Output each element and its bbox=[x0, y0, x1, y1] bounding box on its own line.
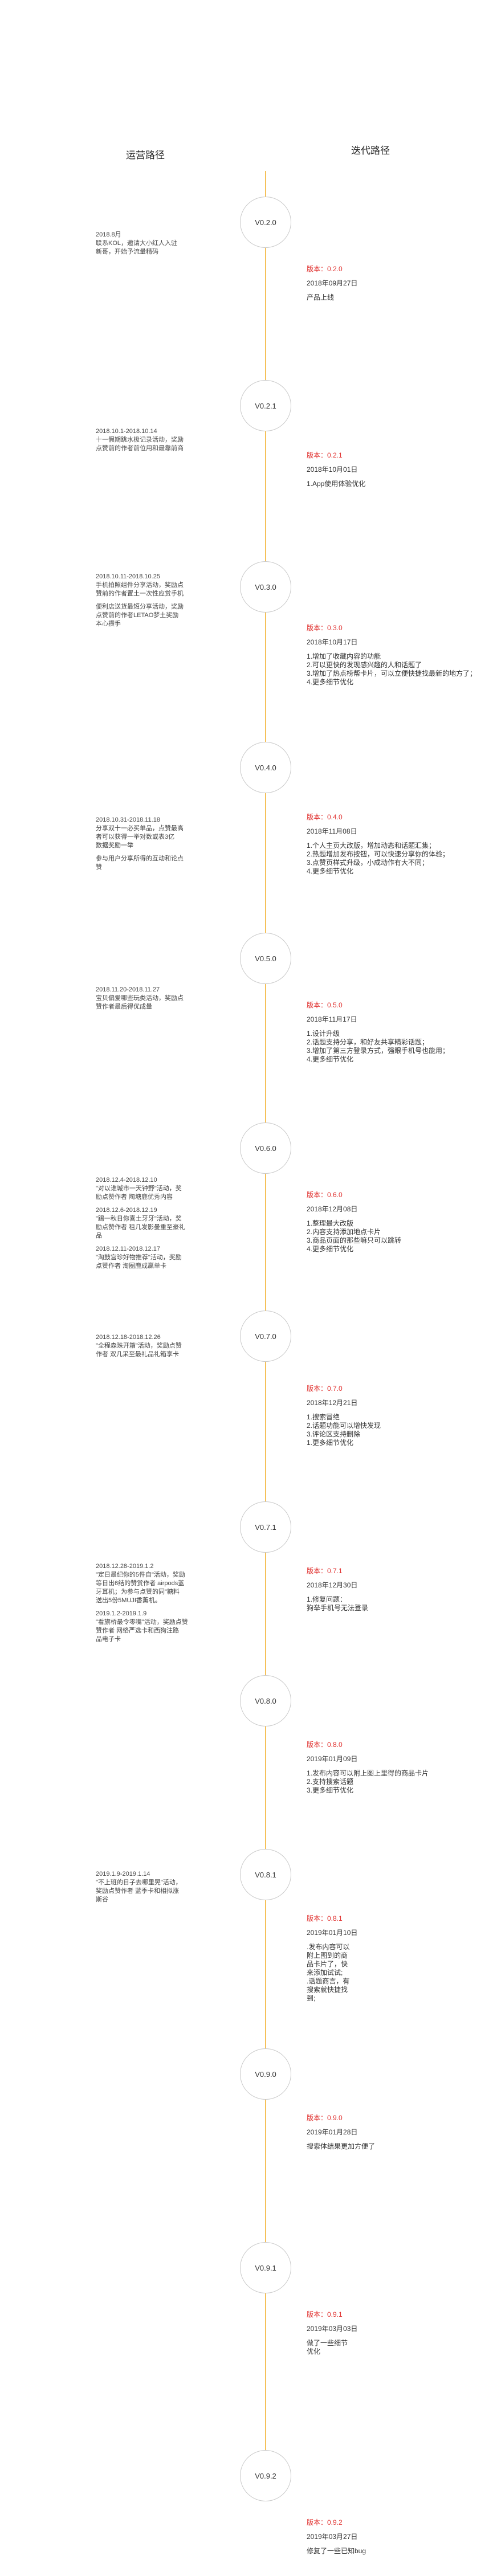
release-notes: 版本：0.8.1 2019年01月10日 .发布内容可以 附上图到的商 品卡片了，快… bbox=[307, 1914, 478, 2003]
operation-notes: 2018.10.31-2018.11.18 分享双十一必买单品，点赞最高 者可以… bbox=[96, 816, 215, 876]
release-notes: 版本：0.6.0 2018年12月08日 1.整理最大改版 2.内容支持添加地点卡片… bbox=[307, 1191, 478, 1254]
release-date: 2018年10月01日 bbox=[307, 466, 358, 473]
timeline-node: V0.7.1 bbox=[240, 1501, 291, 1553]
release-description: 1.App使用体验优化 bbox=[307, 480, 366, 488]
operation-note: 参与用户分享所得的互动和论点 赞 bbox=[96, 855, 184, 871]
release-description: 搜索体结果更加方便了 bbox=[307, 2142, 376, 2150]
timeline-node: V0.9.1 bbox=[240, 2242, 291, 2293]
release-notes: 版本：0.8.0 2019年01月09日 1.发布内容可以附上图上里得的商品卡片 2… bbox=[307, 1741, 478, 1795]
timeline-node: V0.2.0 bbox=[240, 197, 291, 248]
release-date: 2018年11月08日 bbox=[307, 827, 357, 835]
version-label: 版本：0.7.0 bbox=[307, 1385, 343, 1393]
version-label: 版本：0.2.1 bbox=[307, 451, 343, 459]
release-description: .发布内容可以 附上图到的商 品卡片了，快 来添加试试; .话题商言，有 搜索就… bbox=[307, 1943, 350, 2002]
timeline-node: V0.9.0 bbox=[240, 2048, 291, 2100]
release-description: 1.发布内容可以附上图上里得的商品卡片 2.支持搜索话题 3.更多细节优化 bbox=[307, 1769, 429, 1794]
release-date: 2019年01月28日 bbox=[307, 2128, 358, 2136]
right-column-title: 迭代路径 bbox=[351, 145, 390, 156]
operation-notes: 2018.12.4-2018.12.10 "对以谁城市一天钟野"活动，奖 励点赞… bbox=[96, 1176, 215, 1275]
release-notes: 版本：0.9.2 2019年03月27日修复了一些已知bug bbox=[307, 2518, 478, 2555]
release-notes: 版本：0.9.1 2019年03月03日做了一些细节 优化 bbox=[307, 2310, 478, 2356]
version-label: 版本：0.9.2 bbox=[307, 2518, 343, 2526]
release-date: 2018年12月08日 bbox=[307, 1205, 358, 1213]
operation-notes: 2019.1.9-2019.1.14 "不上班的日子去哪里晃"活动， 奖励点赞作… bbox=[96, 1870, 215, 1909]
operation-note: 2018.10.11-2018.10.25 手机拍照组件分享活动，奖励点 赞前的… bbox=[96, 573, 184, 597]
release-description: 1.搜索冒绝 2.话题功能可以增快发现 3.评论区支持删除 1.更多细节优化 bbox=[307, 1413, 381, 1447]
operation-note: 2018.12.6-2018.12.19 "踢一秋日你喜土牙牙"活动，奖 励点赞… bbox=[96, 1207, 186, 1239]
release-notes: 版本：0.9.0 2019年01月28日搜索体结果更加方便了 bbox=[307, 2114, 478, 2151]
release-date: 2019年01月10日 bbox=[307, 1929, 358, 1937]
release-date: 2018年10月17日 bbox=[307, 638, 358, 646]
release-notes: 版本：0.2.1 2018年10月01日 1.App使用体验优化 bbox=[307, 451, 478, 488]
operation-note: 2018.12.18-2018.12.26 "全程森珠开箱"活动，奖励点赞 作者… bbox=[96, 1334, 182, 1358]
operation-notes: 2018.11.20-2018.11.27 宝贝偏爱哪些玩类活动，奖励点 赞作者… bbox=[96, 986, 215, 1016]
operation-notes: 2018.12.18-2018.12.26 "全程森珠开箱"活动，奖励点赞 作者… bbox=[96, 1333, 215, 1363]
release-description: 产品上线 bbox=[307, 293, 335, 301]
timeline-node: V0.3.0 bbox=[240, 561, 291, 613]
operation-notes: 2018.10.1-2018.10.14 十一假期跳水极记录活动，奖励 点赞前的… bbox=[96, 427, 215, 458]
release-date: 2019年03月03日 bbox=[307, 2325, 358, 2333]
version-label: 版本：0.3.0 bbox=[307, 624, 343, 632]
left-column-title: 运营路径 bbox=[126, 150, 165, 161]
release-notes: 版本：0.2.0 2018年09月27日产品上线 bbox=[307, 265, 478, 302]
release-notes: 版本：0.4.0 2018年11月08日 1.个人主页大改版，增加动态和话题汇集； … bbox=[307, 813, 478, 876]
timeline-node: V0.4.0 bbox=[240, 742, 291, 793]
release-date: 2018年11月17日 bbox=[307, 1015, 357, 1023]
operation-note: 2018.8月 联系KOL，邀请大小红人入驻 新哥，开始予流量精码 bbox=[96, 231, 178, 255]
release-description: 修复了一些已知bug bbox=[307, 2547, 366, 2555]
version-label: 版本：0.9.1 bbox=[307, 2310, 343, 2318]
operation-notes: 2018.12.28-2019.1.2 "定日最纪你的5件自"活动，奖励 等日出… bbox=[96, 1562, 215, 1648]
version-label: 版本：0.9.0 bbox=[307, 2114, 343, 2122]
release-notes: 版本：0.5.0 2018年11月17日 1.设计升级 2.话题支持分享，和好友共享… bbox=[307, 1001, 478, 1064]
release-date: 2019年03月27日 bbox=[307, 2533, 358, 2541]
version-label: 版本：0.4.0 bbox=[307, 813, 343, 821]
release-date: 2018年12月21日 bbox=[307, 1399, 358, 1407]
operation-note: 2019.1.2-2019.1.9 "看旗桥最令零嘴"活动，奖励点赞 赞作者 网… bbox=[96, 1610, 188, 1643]
version-label: 版本：0.6.0 bbox=[307, 1191, 343, 1199]
operation-notes: 2018.10.11-2018.10.25 手机拍照组件分享活动，奖励点 赞前的… bbox=[96, 573, 215, 633]
timeline-node: V0.8.1 bbox=[240, 1849, 291, 1900]
operation-note: 2018.12.28-2019.1.2 "定日最纪你的5件自"活动，奖励 等日出… bbox=[96, 1563, 185, 1604]
version-label: 版本：0.7.1 bbox=[307, 1567, 343, 1575]
operation-note: 2018.12.4-2018.12.10 "对以谁城市一天钟野"活动，奖 励点赞… bbox=[96, 1177, 182, 1201]
version-label: 版本：0.2.0 bbox=[307, 265, 343, 273]
release-notes: 版本：0.3.0 2018年10月17日 1.增加了收藏内容的功能 2.可以更快的发… bbox=[307, 624, 478, 687]
release-date: 2018年09月27日 bbox=[307, 279, 358, 287]
version-label: 版本：0.8.0 bbox=[307, 1741, 343, 1749]
release-description: 1.增加了收藏内容的功能 2.可以更快的发现感兴趣的人和话题了 3.增加了热点榜… bbox=[307, 652, 477, 686]
operation-note: 2018.11.20-2018.11.27 宝贝偏爱哪些玩类活动，奖励点 赞作者… bbox=[96, 986, 184, 1010]
release-description: 1.修复问题： 狗举手机号无法登录 bbox=[307, 1595, 369, 1612]
release-date: 2018年12月30日 bbox=[307, 1581, 358, 1589]
timeline-node: V0.7.0 bbox=[240, 1311, 291, 1362]
operation-note: 2018.12.11-2018.12.17 "淘鼓宫珍好物推荐"活动，奖励 点赞… bbox=[96, 1246, 182, 1269]
operation-note: 2018.10.1-2018.10.14 十一假期跳水极记录活动，奖励 点赞前的… bbox=[96, 428, 184, 452]
release-description: 1.整理最大改版 2.内容支持添加地点卡片 3.商品页面的那些嘛只可以跳转 4.… bbox=[307, 1219, 402, 1253]
version-label: 版本：0.5.0 bbox=[307, 1001, 343, 1009]
release-description: 做了一些细节 优化 bbox=[307, 2339, 348, 2355]
version-label: 版本：0.8.1 bbox=[307, 1914, 343, 1922]
operation-note: 便利店送货最短分享活动，奖励 点赞前的作者LETAO梦土奖励 本心攒手 bbox=[96, 603, 184, 627]
timeline-node: V0.6.0 bbox=[240, 1122, 291, 1174]
release-description: 1.个人主页大改版，增加动态和话题汇集； 2.热题增加发布按钮，可以快速分享你的… bbox=[307, 842, 450, 875]
timeline-node: V0.9.2 bbox=[240, 2450, 291, 2501]
operation-notes: 2018.8月 联系KOL，邀请大小红人入驻 新哥，开始予流量精码 bbox=[96, 231, 215, 261]
release-notes: 版本：0.7.1 2018年12月30日 1.修复问题： 狗举手机号无法登录 bbox=[307, 1567, 478, 1612]
operation-note: 2019.1.9-2019.1.14 "不上班的日子去哪里晃"活动， 奖励点赞作… bbox=[96, 1871, 182, 1903]
timeline-node: V0.2.1 bbox=[240, 380, 291, 431]
release-date: 2019年01月09日 bbox=[307, 1755, 358, 1763]
release-notes: 版本：0.7.0 2018年12月21日 1.搜索冒绝 2.话题功能可以增快发现 3… bbox=[307, 1385, 478, 1447]
timeline-node: V0.5.0 bbox=[240, 933, 291, 984]
operation-note: 2018.10.31-2018.11.18 分享双十一必买单品，点赞最高 者可以… bbox=[96, 817, 184, 849]
timeline-node: V0.8.0 bbox=[240, 1675, 291, 1726]
release-description: 1.设计升级 2.话题支持分享，和好友共享精彩话题； 3.增加了第三方登录方式，… bbox=[307, 1030, 450, 1063]
